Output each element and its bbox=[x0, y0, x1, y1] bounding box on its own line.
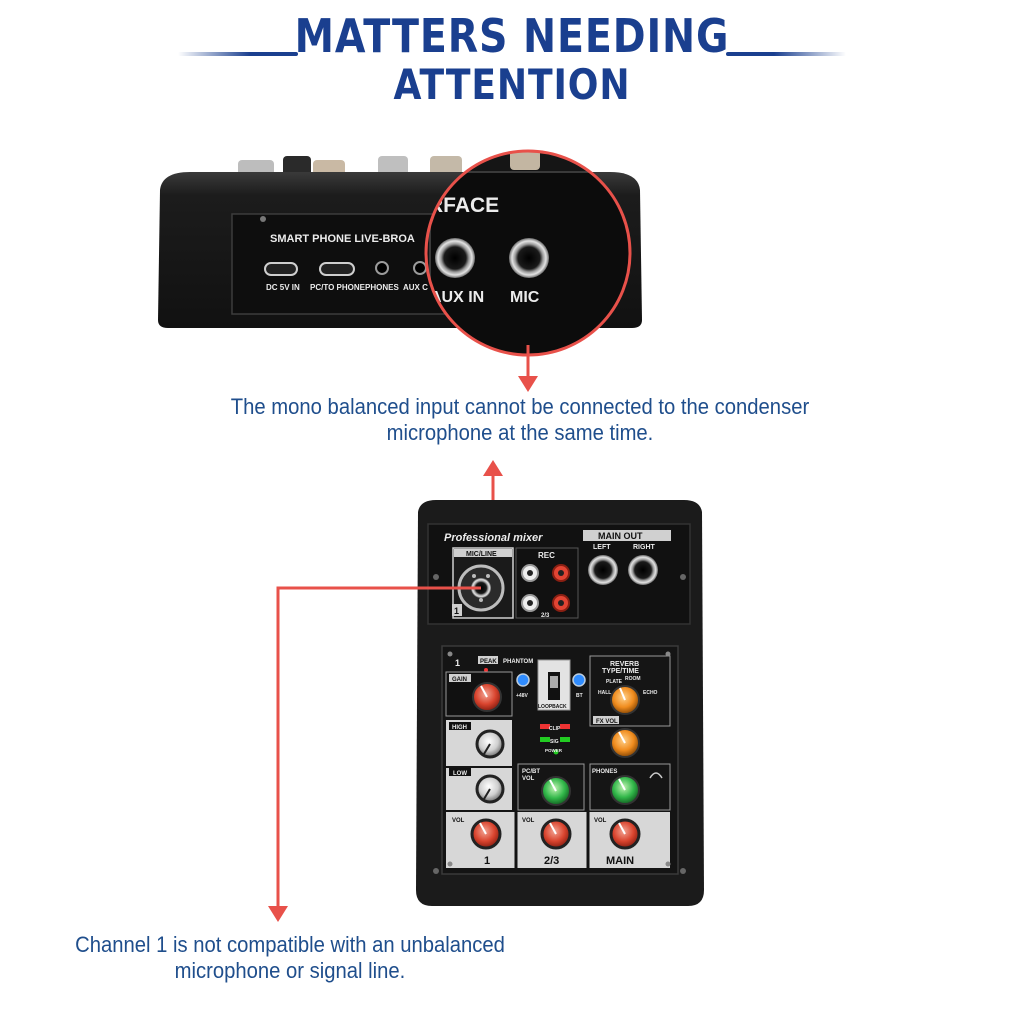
bottom-label-23: 2/3 bbox=[544, 855, 559, 867]
peak-label: PEAK bbox=[480, 659, 497, 665]
mic-line-label: MIC/LINE bbox=[466, 551, 497, 558]
bt-label: BT bbox=[576, 693, 583, 699]
gain-label: GAIN bbox=[452, 677, 467, 683]
low-label: LOW bbox=[453, 771, 467, 777]
pcbt-label-2: VOL bbox=[522, 776, 535, 782]
ch1-strip-label: 1 bbox=[455, 658, 460, 668]
main-out-label: MAIN OUT bbox=[598, 531, 643, 541]
reverb-type-plate: PLATE bbox=[606, 679, 623, 685]
phantom-48v-label: +48V bbox=[516, 693, 528, 699]
mic-jack bbox=[509, 238, 549, 278]
heading: MATTERS NEEDING ATTENTION bbox=[0, 10, 1024, 108]
mixer: Professional mixer MAIN OUT LEFT RIGHT M… bbox=[416, 500, 704, 906]
usb-c-port-pc bbox=[319, 262, 355, 276]
bottom-label-1: 1 bbox=[484, 855, 490, 867]
note-channel-1: Channel 1 is not compatible with an unba… bbox=[75, 932, 505, 983]
heading-rule-right bbox=[726, 52, 846, 56]
high-label: HIGH bbox=[452, 725, 467, 731]
reverb-type-hall: HALL bbox=[598, 690, 611, 696]
top-brand-strip: SMART PHONE LIVE-BROA bbox=[270, 233, 415, 245]
rec-label: REC bbox=[538, 551, 555, 560]
aux-in-jack bbox=[435, 238, 475, 278]
vol-label-23: VOL bbox=[522, 818, 535, 824]
loopback-label: LOOPBACK bbox=[538, 704, 567, 710]
headphones-icon bbox=[649, 772, 663, 779]
zoom-magnifier: RFACE AUX IN MIC bbox=[424, 149, 632, 357]
reverb-label-2: TYPE/TIME bbox=[602, 668, 639, 675]
vol-label-main: VOL bbox=[594, 818, 607, 824]
port-label-dc: DC 5V IN bbox=[266, 283, 300, 292]
main-out-right-jack bbox=[628, 555, 658, 585]
zoom-heading: RFACE bbox=[428, 194, 499, 217]
port-label-pc: PC/TO PHONE bbox=[310, 283, 366, 292]
heading-rule-left bbox=[178, 52, 298, 56]
aux-port bbox=[413, 261, 427, 275]
mixer-brand: Professional mixer bbox=[444, 532, 543, 544]
phones-label: PHONES bbox=[592, 769, 617, 775]
usb-c-port-dc bbox=[264, 262, 298, 276]
heading-line-1: MATTERS NEEDING bbox=[294, 9, 730, 63]
reverb-label-1: REVERB bbox=[610, 661, 639, 668]
main-out-left-label: LEFT bbox=[593, 544, 611, 551]
zoom-label-mic: MIC bbox=[510, 289, 540, 306]
phantom-label: PHANTOM bbox=[503, 659, 533, 665]
port-label-aux: AUX C bbox=[403, 283, 428, 292]
main-out-right-label: RIGHT bbox=[633, 544, 656, 551]
channel-1-tag: 1 bbox=[454, 606, 459, 616]
note-mono-balanced: The mono balanced input cannot be connec… bbox=[230, 394, 810, 445]
reverb-type-echo: ECHO bbox=[643, 690, 658, 696]
port-label-phones: PHONES bbox=[365, 283, 399, 292]
phantom-button bbox=[516, 673, 530, 687]
bottom-label-main: MAIN bbox=[606, 855, 634, 867]
fx-vol-label: FX VOL bbox=[596, 719, 618, 725]
phones-port bbox=[375, 261, 389, 275]
bt-button bbox=[572, 673, 586, 687]
heading-line-2: ATTENTION bbox=[393, 60, 631, 109]
arrow-channel1-to-note-2 bbox=[268, 586, 481, 922]
rec-channel-label: 2/3 bbox=[541, 613, 550, 619]
clip-label: CLIP bbox=[549, 726, 561, 732]
sig-label: SIG bbox=[550, 739, 559, 745]
arrow-to-note-1 bbox=[518, 345, 538, 392]
pcbt-label-1: PC/BT bbox=[522, 769, 540, 775]
vol-label-1: VOL bbox=[452, 818, 465, 824]
power-label: POWER bbox=[545, 748, 563, 753]
reverb-type-room: ROOM bbox=[625, 676, 641, 682]
main-out-left-jack bbox=[588, 555, 618, 585]
zoom-label-aux-in: AUX IN bbox=[430, 289, 484, 306]
